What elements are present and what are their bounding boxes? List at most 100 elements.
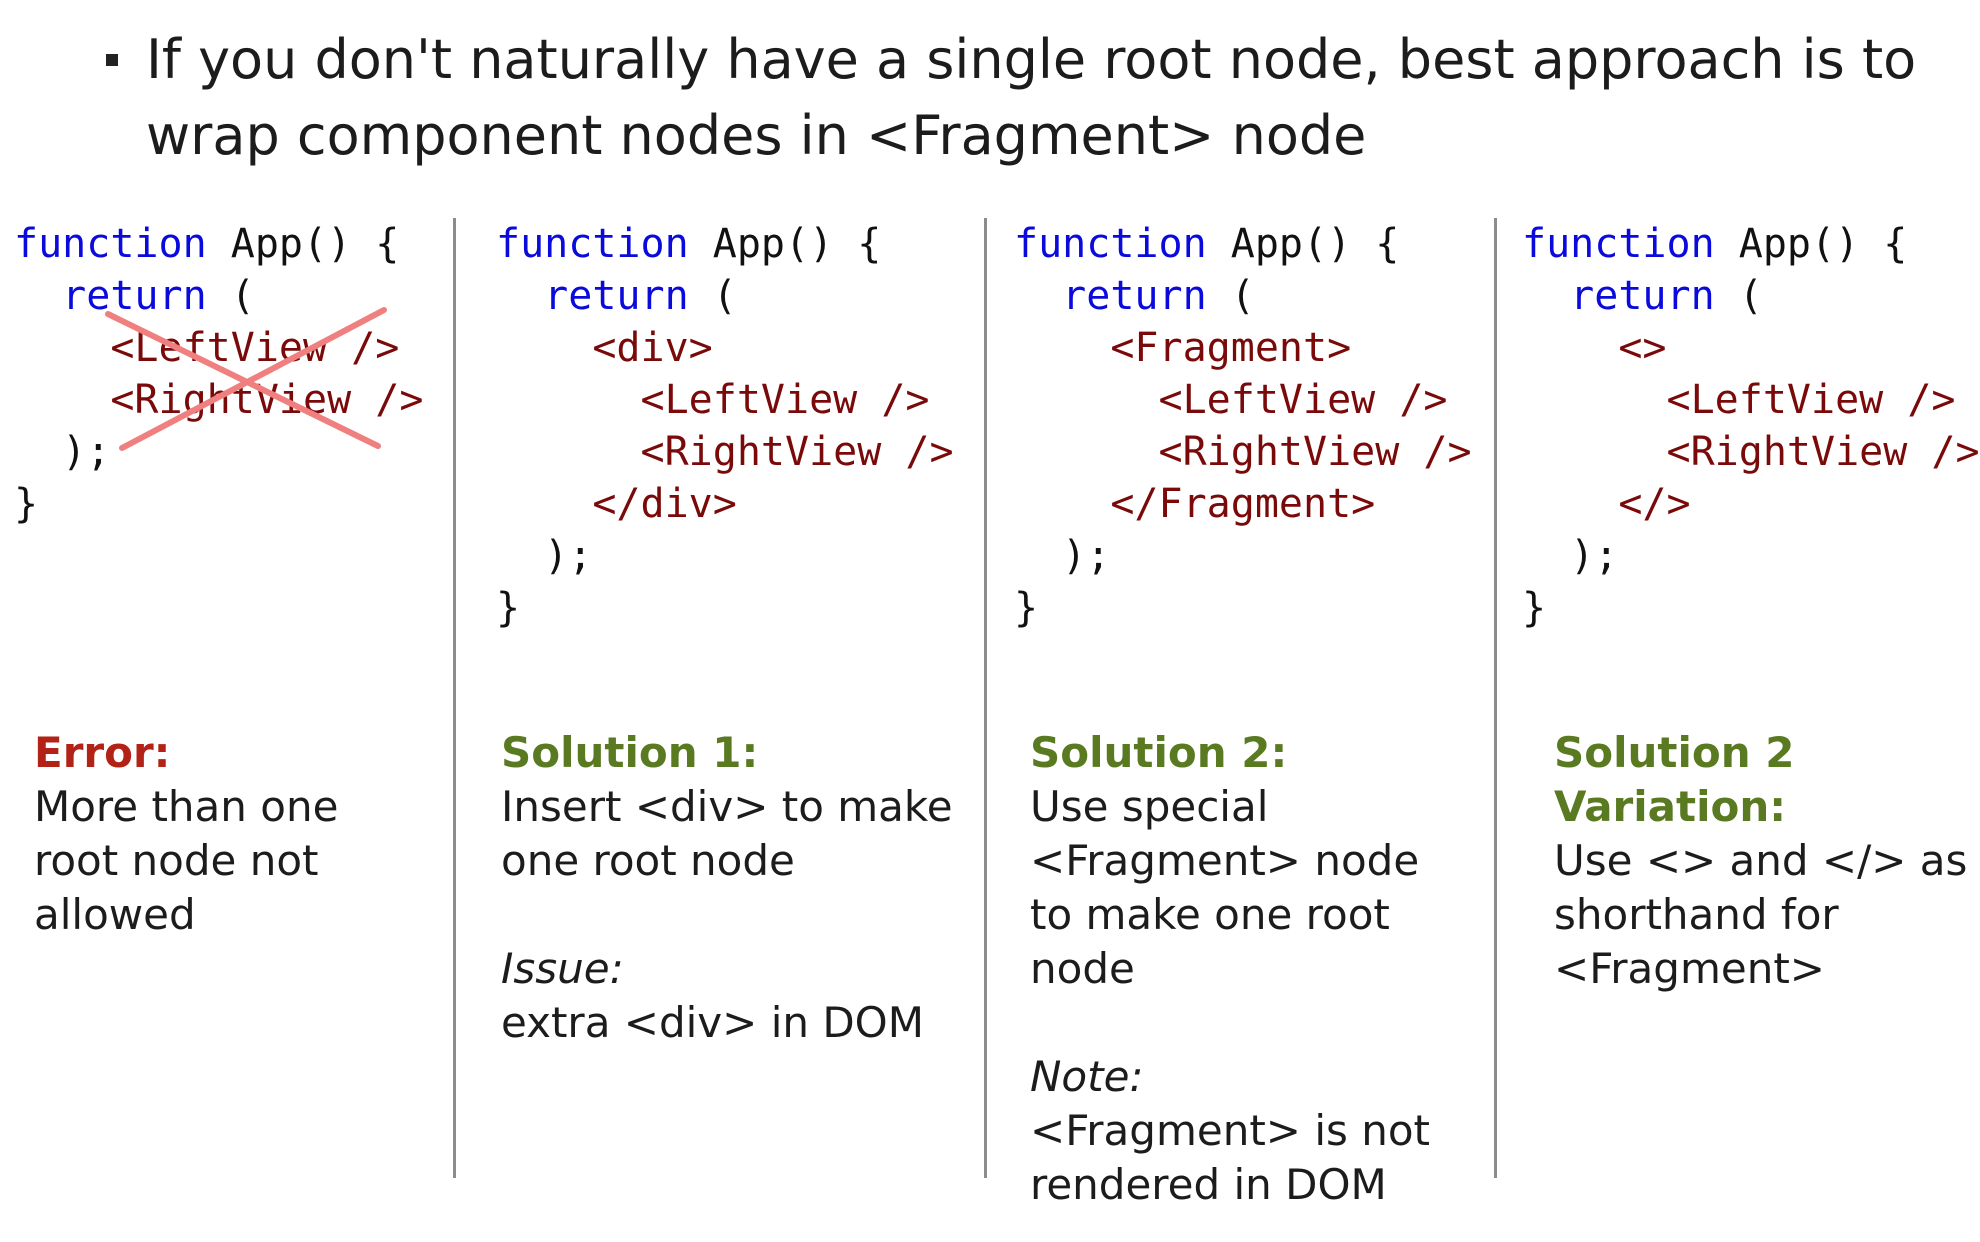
code-line: function App() { <box>1522 218 1980 270</box>
code-line: return ( <box>496 270 954 322</box>
caption-line: Use <> and </> as <box>1554 836 1968 885</box>
caption-line: rendered in DOM <box>1030 1160 1387 1209</box>
code-text: ( <box>1206 273 1255 319</box>
code-tag: <RightView /> <box>640 429 954 475</box>
code-tag: <div> <box>592 325 713 371</box>
code-block-error: function App() { return ( <LeftView /> <… <box>14 218 423 530</box>
bullet-text-line-1: If you don't naturally have a single roo… <box>146 28 1917 91</box>
code-tag: <RightView /> <box>110 377 424 423</box>
caption-line: <Fragment> <box>1554 944 1825 993</box>
code-tag: <LeftView /> <box>640 377 930 423</box>
code-line: <LeftView /> <box>496 374 954 426</box>
code-tag: <LeftView /> <box>1158 377 1448 423</box>
code-text: ( <box>1714 273 1763 319</box>
code-block-solution-1: function App() { return ( <div> <LeftVie… <box>496 218 954 634</box>
caption-subheading: Note: <box>1030 1052 1144 1101</box>
code-text: ); <box>1062 533 1111 579</box>
code-keyword: return <box>1062 273 1207 319</box>
caption-heading: Solution 1: <box>501 728 759 777</box>
code-keyword: return <box>1570 273 1715 319</box>
code-line: </Fragment> <box>1014 478 1472 530</box>
code-keyword: return <box>62 273 207 319</box>
bullet-text: If you don't naturally have a single roo… <box>146 22 1916 174</box>
caption-line: to make one root <box>1030 890 1390 939</box>
code-keyword: function <box>496 221 689 267</box>
caption-line: <Fragment> is not <box>1030 1106 1431 1155</box>
code-line: <RightView /> <box>1014 426 1472 478</box>
caption-line: Insert <div> to make <box>501 782 953 831</box>
code-line: return ( <box>1522 270 1980 322</box>
column-divider <box>1494 218 1497 1178</box>
code-line: function App() { <box>1014 218 1472 270</box>
code-line: ); <box>1522 530 1980 582</box>
code-keyword: function <box>1014 221 1207 267</box>
code-line: <RightView /> <box>496 426 954 478</box>
column-divider <box>453 218 456 1178</box>
code-tag: </> <box>1618 481 1691 527</box>
code-text: App() { <box>1206 221 1400 267</box>
code-line: function App() { <box>14 218 423 270</box>
code-tag: <RightView /> <box>1158 429 1472 475</box>
code-tag: </Fragment> <box>1110 481 1376 527</box>
code-line: ); <box>496 530 954 582</box>
code-text: ( <box>206 273 255 319</box>
code-line: return ( <box>14 270 423 322</box>
code-line: <LeftView /> <box>1522 374 1980 426</box>
code-text: ); <box>1570 533 1619 579</box>
caption-line: Use special <box>1030 782 1269 831</box>
code-tag: </div> <box>592 481 737 527</box>
caption-line: extra <div> in DOM <box>501 998 924 1047</box>
code-tag: <LeftView /> <box>110 325 400 371</box>
caption-heading: Solution 2 <box>1554 728 1795 777</box>
caption-subheading: Issue: <box>501 944 624 993</box>
caption-solution-2-variation: Solution 2 Variation: Use <> and </> as … <box>1554 726 1967 996</box>
code-text: } <box>14 481 39 527</box>
caption-line: root node not <box>34 836 319 885</box>
caption-line: <Fragment> node <box>1030 836 1420 885</box>
code-line: } <box>1522 582 1980 634</box>
code-tag: <Fragment> <box>1110 325 1352 371</box>
code-keyword: return <box>544 273 689 319</box>
caption-solution-2: Solution 2: Use special <Fragment> node … <box>1030 726 1430 1212</box>
caption-line: More than one <box>34 782 339 831</box>
code-text: ( <box>688 273 737 319</box>
code-tag: <RightView /> <box>1666 429 1980 475</box>
code-line: <Fragment> <box>1014 322 1472 374</box>
column-divider <box>984 218 987 1178</box>
code-text: ); <box>544 533 593 579</box>
caption-heading: Variation: <box>1554 782 1787 831</box>
code-line: </> <box>1522 478 1980 530</box>
caption-heading: Error: <box>34 728 171 777</box>
code-line: return ( <box>1014 270 1472 322</box>
caption-solution-1: Solution 1: Insert <div> to make one roo… <box>501 726 953 1050</box>
code-line: function App() { <box>496 218 954 270</box>
caption-line: allowed <box>34 890 196 939</box>
code-line: <RightView /> <box>1522 426 1980 478</box>
code-block-solution-2-variation: function App() { return ( <> <LeftView /… <box>1522 218 1980 634</box>
code-keyword: function <box>1522 221 1715 267</box>
code-line: } <box>14 478 423 530</box>
code-text: } <box>496 585 521 631</box>
caption-line: shorthand for <box>1554 890 1839 939</box>
code-text: App() { <box>1714 221 1908 267</box>
bullet-square-icon <box>106 54 118 66</box>
caption-line: one root node <box>501 836 795 885</box>
code-text: App() { <box>206 221 400 267</box>
code-line: </div> <box>496 478 954 530</box>
code-block-solution-2: function App() { return ( <Fragment> <Le… <box>1014 218 1472 634</box>
code-keyword: function <box>14 221 207 267</box>
caption-error: Error: More than one root node not allow… <box>34 726 338 942</box>
code-tag: <LeftView /> <box>1666 377 1956 423</box>
caption-line: node <box>1030 944 1135 993</box>
code-text: } <box>1014 585 1039 631</box>
code-line: <LeftView /> <box>14 322 423 374</box>
code-text: } <box>1522 585 1547 631</box>
code-line: } <box>496 582 954 634</box>
code-line: <> <box>1522 322 1980 374</box>
code-text: App() { <box>688 221 882 267</box>
code-line: ); <box>1014 530 1472 582</box>
code-line: } <box>1014 582 1472 634</box>
code-tag: <> <box>1618 325 1667 371</box>
caption-heading: Solution 2: <box>1030 728 1288 777</box>
code-line: ); <box>14 426 423 478</box>
